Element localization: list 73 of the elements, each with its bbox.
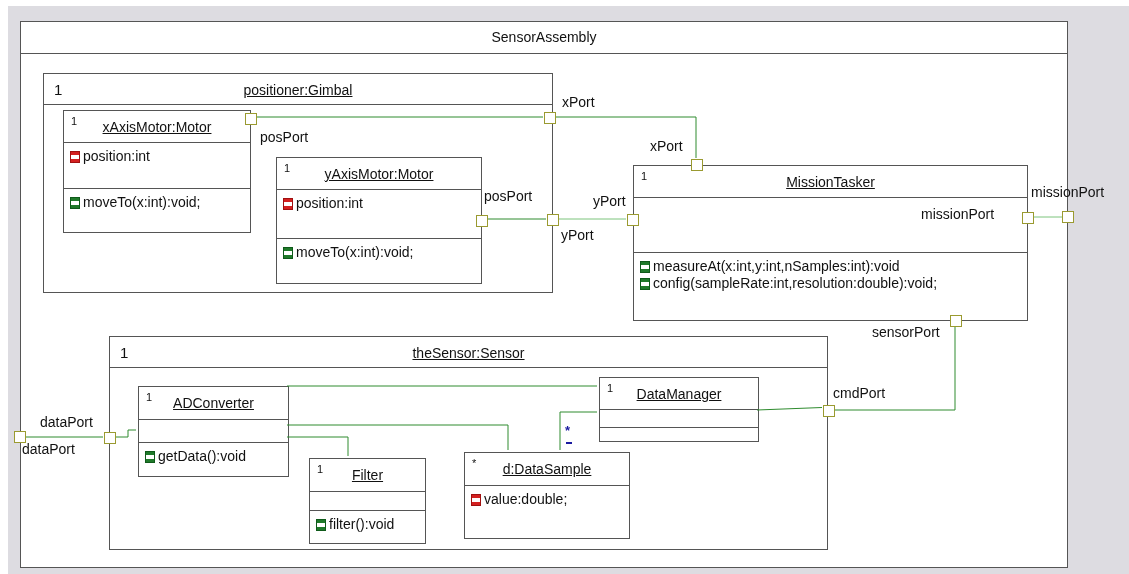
port-square	[950, 315, 962, 327]
port-square	[823, 405, 835, 417]
class-name: MissionTasker	[786, 173, 875, 192]
part-name: theSensor:Sensor	[412, 344, 525, 363]
class-name: ADConverter	[173, 394, 254, 413]
port-square	[691, 159, 703, 171]
class-name: DataManager	[636, 385, 722, 404]
port-label: yPort	[593, 194, 626, 208]
attribute-text: position:int	[296, 195, 363, 212]
port-label: xPort	[650, 139, 683, 153]
part-box	[43, 73, 553, 293]
multiplicity-label: 1	[146, 390, 153, 405]
port-square	[14, 431, 26, 443]
multiplicity-label: 1	[317, 462, 324, 477]
class-box	[599, 377, 759, 442]
operation-text: moveTo(x:int):void;	[296, 244, 414, 261]
operation-text: getData():void	[158, 448, 246, 465]
port-label: cmdPort	[833, 386, 886, 400]
port-square	[245, 113, 257, 125]
port-label: dataPort	[40, 415, 93, 429]
attribute-text: value:double;	[484, 491, 568, 508]
connector-line	[114, 429, 137, 438]
port-label: yPort	[561, 228, 594, 242]
port-square	[1022, 212, 1034, 224]
connector-line	[756, 407, 823, 411]
class-name: Filter	[351, 466, 384, 485]
part-box	[109, 336, 828, 550]
connector-line	[286, 385, 598, 387]
operation-text: filter():void	[329, 516, 395, 533]
port-label: posPort	[260, 130, 309, 144]
connector-line	[554, 116, 697, 159]
class-box	[276, 157, 482, 284]
connector-line	[286, 436, 349, 457]
multiplicity-label: 1	[54, 80, 63, 100]
class-box	[464, 452, 630, 539]
multiplicity-label: 1	[607, 381, 614, 396]
port-label: dataPort	[22, 442, 75, 456]
port-square	[104, 432, 116, 444]
class-name: yAxisMotor:Motor	[324, 165, 434, 184]
multiplicity-label: 1	[284, 161, 291, 176]
port-label: posPort	[484, 189, 533, 203]
multiplicity-label: 1	[120, 343, 129, 363]
connector-line	[286, 424, 509, 451]
multiplicity-label: *	[472, 456, 477, 471]
operation-text: config(sampleRate:int,resolution:double):void;	[653, 275, 938, 292]
connector-line	[25, 436, 104, 438]
connector-line	[254, 116, 544, 118]
port-square	[547, 214, 559, 226]
class-box	[138, 386, 289, 477]
frame-title: SensorAssembly	[491, 28, 597, 47]
operation-text: moveTo(x:int):void;	[83, 194, 201, 211]
port-square	[544, 112, 556, 124]
port-square	[1062, 211, 1074, 223]
class-name: xAxisMotor:Motor	[102, 118, 212, 137]
class-box	[63, 110, 251, 233]
port-label: xPort	[562, 95, 595, 109]
connector-line	[557, 218, 627, 220]
port-label: missionPort	[921, 207, 995, 221]
operation-text: measureAt(x:int,y:int,nSamples:int):void	[653, 258, 900, 275]
port-square	[476, 215, 488, 227]
part-name: positioner:Gimbal	[243, 81, 353, 100]
connector-line	[1032, 216, 1063, 218]
multiplicity-label: *	[565, 424, 571, 437]
multiplicity-label: 1	[641, 169, 648, 184]
multiplicity-label: 1	[71, 114, 78, 129]
port-square	[627, 214, 639, 226]
port-label: sensorPort	[872, 325, 940, 339]
class-name: d:DataSample	[502, 460, 592, 479]
connector-line	[485, 218, 547, 220]
attribute-text: position:int	[83, 148, 150, 165]
connector-line	[833, 325, 956, 411]
class-box	[309, 458, 426, 544]
connector-line	[559, 411, 598, 451]
